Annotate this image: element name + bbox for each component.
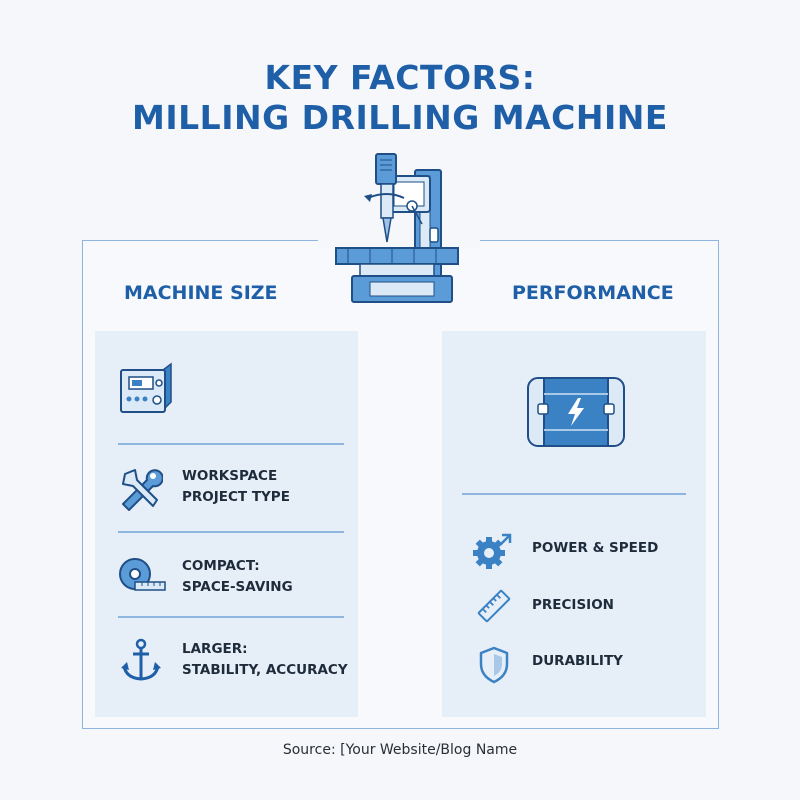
larger-item: LARGER: STABILITY, ACCURACY [182,639,348,681]
control-unit-icon [120,362,172,413]
performance-heading: PERFORMANCE [512,282,674,304]
compact-line-2: SPACE-SAVING [182,579,293,595]
compact-line-1: COMPACT: [182,558,260,574]
larger-line-1: LARGER: [182,641,248,657]
anchor-icon [121,638,161,681]
wrench-screwdriver-icon [122,469,163,511]
shield-icon [479,646,509,684]
motor-icon [527,377,625,447]
ruler-icon [477,589,511,623]
right-divider [462,493,686,495]
workspace-line-2: PROJECT TYPE [182,489,290,505]
left-divider-3 [118,616,344,618]
title-line-2: MILLING DRILLING MACHINE [132,98,668,137]
larger-line-2: STABILITY, ACCURACY [182,662,348,678]
precision-label: PRECISION [532,597,614,613]
left-divider-2 [118,531,344,533]
title-line-1: KEY FACTORS: [264,58,536,97]
tape-measure-icon [119,558,166,591]
gear-speed-icon [473,533,512,569]
milling-drilling-machine-icon [335,153,459,303]
page-title: KEY FACTORS: MILLING DRILLING MACHINE [0,58,800,138]
power-speed-label: POWER & SPEED [532,540,659,556]
workspace-item: WORKSPACE PROJECT TYPE [182,466,290,508]
source-credit: Source: [Your Website/Blog Name [282,742,518,758]
compact-item: COMPACT: SPACE-SAVING [182,556,293,598]
machine-size-heading: MACHINE SIZE [124,282,278,304]
workspace-line-1: WORKSPACE [182,468,278,484]
durability-label: DURABILITY [532,653,623,669]
left-divider-1 [118,443,344,445]
